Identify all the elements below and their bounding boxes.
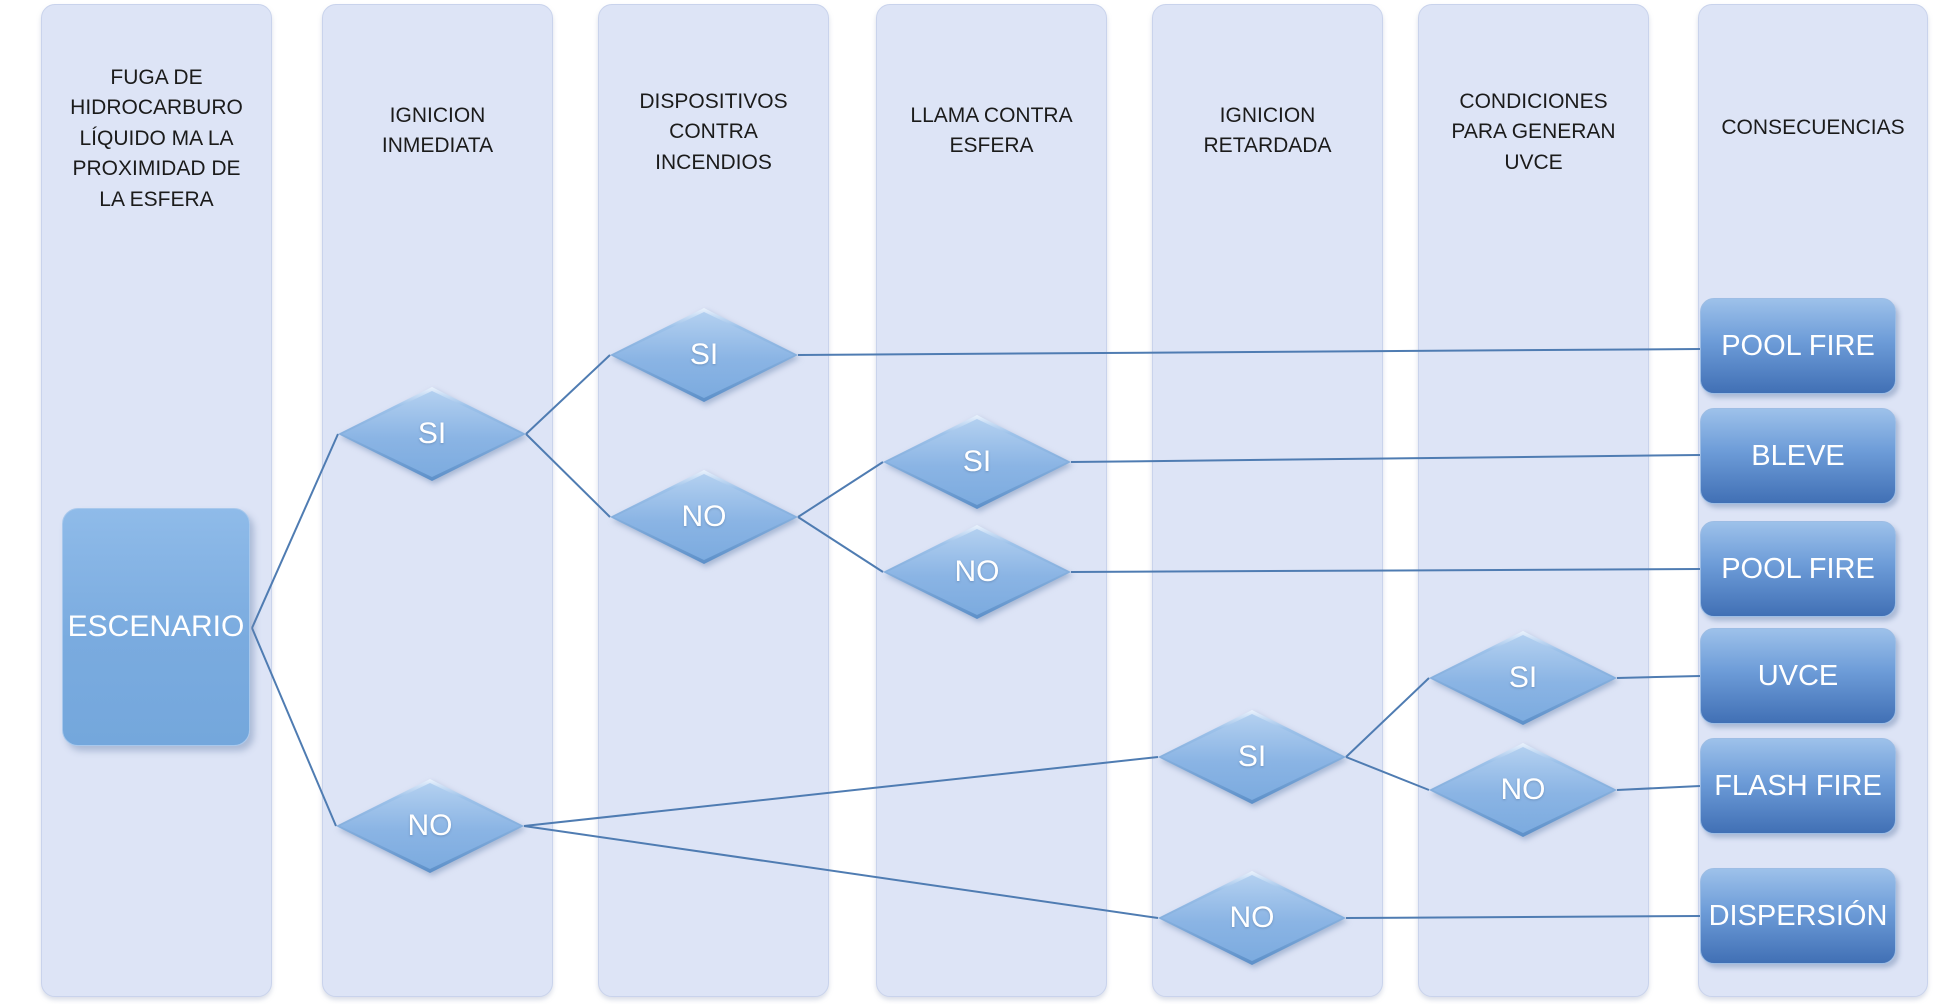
decision-label: SI — [614, 312, 794, 398]
decision-label: SI — [1433, 635, 1613, 721]
decision-label: SI — [887, 419, 1067, 505]
consequence-uvce: UVCE — [1700, 628, 1896, 724]
column-header: IGNICION RETARDADA — [1203, 104, 1332, 158]
edge-retno-dispersion — [1345, 915, 1701, 919]
consequence-pool-fire-1: POOL FIRE — [1700, 298, 1896, 394]
edge-inmediatasi-dispno — [525, 433, 611, 518]
decision-uvce-no: NO — [1429, 743, 1617, 837]
decision-label: SI — [1162, 714, 1342, 800]
column-header: CONDICIONES PARA GENERAN UVCE — [1451, 90, 1616, 174]
edge-retsi-uvcesi — [1345, 677, 1430, 758]
edge-dispno-llamano — [797, 516, 884, 573]
decision-llama-si: SI — [883, 415, 1071, 509]
edge-dispsi-poolfire1 — [797, 348, 1701, 356]
decision-label: NO — [1162, 875, 1342, 961]
start-node-escenario: ESCENARIO — [62, 508, 250, 746]
edge-uvcesi-uvce — [1616, 675, 1701, 679]
decision-dispositivos-si: SI — [610, 308, 798, 402]
column-header: FUGA DE HIDROCARBURO LÍQUIDO MA LA PROXI… — [70, 66, 243, 211]
consequence-flash-fire: FLASH FIRE — [1700, 738, 1896, 834]
edge-llamasi-bleve — [1070, 454, 1701, 463]
column-panel-ignicion-retardada: IGNICION RETARDADA — [1152, 4, 1383, 997]
decision-ignicion-inmediata-si: SI — [338, 387, 526, 481]
edge-inmediatano-retno — [523, 825, 1159, 919]
decision-label: NO — [1433, 747, 1613, 833]
column-header: CONSECUENCIAS — [1721, 116, 1905, 139]
edge-uvceno-flashfire — [1616, 785, 1701, 791]
edge-escenario-no — [251, 627, 337, 827]
decision-uvce-si: SI — [1429, 631, 1617, 725]
edge-escenario-si — [251, 433, 339, 629]
decision-label: NO — [340, 783, 520, 869]
consequence-pool-fire-2: POOL FIRE — [1700, 521, 1896, 617]
decision-llama-no: NO — [883, 525, 1071, 619]
consequence-bleve: BLEVE — [1700, 408, 1896, 504]
decision-retardada-si: SI — [1158, 710, 1346, 804]
edge-dispno-llamasi — [797, 461, 884, 518]
consequence-dispersion: DISPERSIÓN — [1700, 868, 1896, 964]
edge-llamano-poolfire2 — [1070, 568, 1701, 573]
decision-label: SI — [342, 391, 522, 477]
column-header: IGNICION INMEDIATA — [381, 104, 494, 158]
column-header: LLAMA CONTRA ESFERA — [910, 104, 1073, 158]
decision-ignicion-inmediata-no: NO — [336, 779, 524, 873]
decision-label: NO — [614, 474, 794, 560]
column-panel-fuga: FUGA DE HIDROCARBURO LÍQUIDO MA LA PROXI… — [41, 4, 272, 997]
column-header: DISPOSITIVOS CONTRA INCENDIOS — [639, 90, 788, 174]
decision-retardada-no: NO — [1158, 871, 1346, 965]
edge-retsi-uvceno — [1345, 756, 1430, 791]
edge-inmediatasi-dispsi — [525, 354, 611, 435]
decision-label: NO — [887, 529, 1067, 615]
decision-dispositivos-no: NO — [610, 470, 798, 564]
edge-inmediatano-retsi — [523, 756, 1159, 827]
